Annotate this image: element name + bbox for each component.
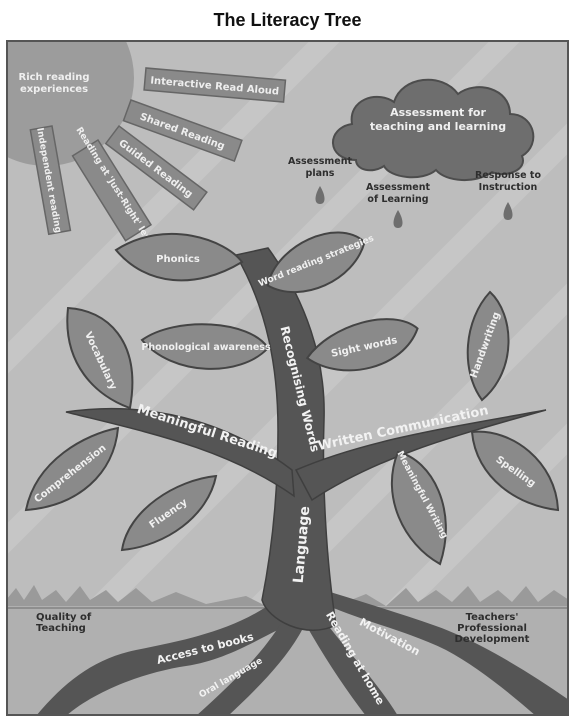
leaf: Spelling (470, 430, 560, 512)
tree-roots (36, 590, 569, 716)
cloud-label: teaching and learning (370, 120, 506, 133)
ground-label-left: Teaching (36, 623, 86, 634)
sun-ray (71, 138, 153, 242)
leaf: Fluency (120, 474, 218, 552)
svg-text:Assessment: Assessment (366, 182, 431, 193)
svg-text:Response to: Response to (475, 170, 541, 181)
cloud-label: Assessment for (390, 106, 486, 119)
page-title: The Literacy Tree (213, 10, 362, 30)
sun: Interactive Read Aloud Shared Reading Gu… (6, 40, 287, 251)
assessment-drop: Assessment of Learning (366, 182, 431, 228)
ground-label-right: Teachers' (466, 612, 519, 623)
svg-text:plans: plans (306, 168, 335, 179)
leaf: Sight words (305, 318, 419, 372)
leaf: Vocabulary (66, 306, 134, 410)
trunk-label: Language (291, 505, 314, 583)
svg-text:Phonological awareness: Phonological awareness (141, 342, 271, 353)
tree-trunk (65, 247, 547, 631)
assessment-drop: Assessment plans (288, 156, 353, 204)
cloud: Assessment for teaching and learning (332, 78, 535, 182)
assessment-drop: Response to Instruction (475, 170, 541, 220)
ground-label-right: Development (455, 634, 530, 645)
ground-label-right: Professional (457, 623, 527, 634)
leaf: Phonological awareness (140, 323, 271, 370)
svg-text:of Learning: of Learning (367, 194, 428, 205)
leaf: Phonics (114, 232, 244, 282)
sun-ray (104, 124, 208, 211)
svg-text:Assessment: Assessment (288, 156, 353, 167)
sun-ray (29, 125, 72, 236)
sun-ray (122, 99, 243, 162)
sun-ray (143, 67, 287, 103)
sun-center-label: Rich reading (19, 72, 90, 83)
svg-text:Instruction: Instruction (479, 182, 538, 193)
ground-label-left: Quality of (36, 612, 92, 623)
svg-text:Phonics: Phonics (156, 254, 200, 265)
literacy-tree-poster: Interactive Read Aloud Shared Reading Gu… (6, 40, 569, 716)
leaf: Handwriting (466, 290, 510, 402)
sun-center-label: experiences (20, 84, 88, 95)
